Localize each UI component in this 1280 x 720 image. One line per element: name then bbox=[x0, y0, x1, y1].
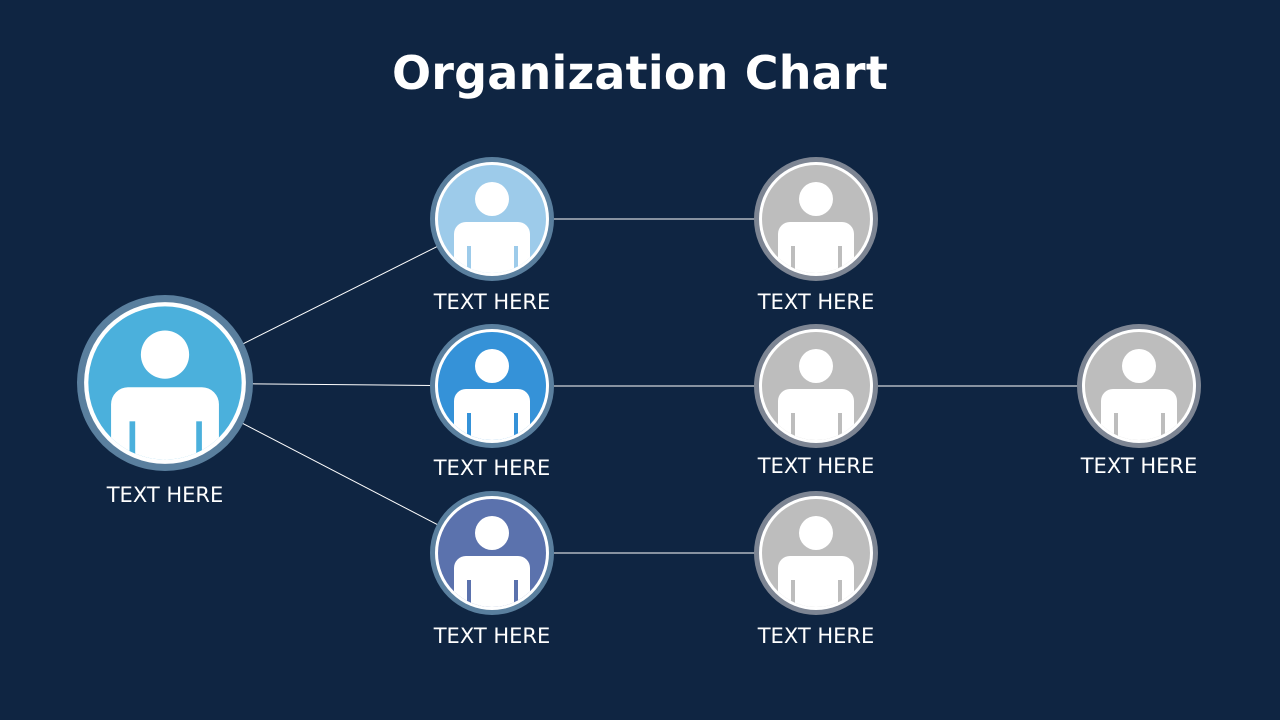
person-icon bbox=[778, 516, 854, 607]
node-label-root: TEXT HERE bbox=[106, 483, 224, 507]
node-label-l3-mid: TEXT HERE bbox=[1080, 454, 1198, 478]
person-icon bbox=[111, 330, 219, 460]
connector-root-to-l1-mid bbox=[250, 383, 433, 386]
org-node-l3-mid[interactable] bbox=[1077, 324, 1201, 448]
org-node-l2-bottom[interactable] bbox=[754, 491, 878, 615]
person-icon bbox=[1101, 349, 1177, 440]
node-label-l2-mid: TEXT HERE bbox=[757, 454, 875, 478]
avatar-circle bbox=[754, 157, 878, 281]
avatar-circle bbox=[1077, 324, 1201, 448]
avatar-circle bbox=[430, 157, 554, 281]
node-label-l2-bottom: TEXT HERE bbox=[757, 624, 875, 648]
person-icon bbox=[778, 349, 854, 440]
person-icon bbox=[454, 516, 530, 607]
org-node-l1-mid[interactable] bbox=[430, 324, 554, 448]
org-node-l2-top[interactable] bbox=[754, 157, 878, 281]
node-label-l2-top: TEXT HERE bbox=[757, 290, 875, 314]
avatar-circle bbox=[77, 295, 253, 471]
avatar-circle bbox=[430, 491, 554, 615]
org-node-l1-top[interactable] bbox=[430, 157, 554, 281]
connector-root-to-l1-bottom bbox=[241, 422, 439, 526]
node-label-l1-top: TEXT HERE bbox=[433, 290, 551, 314]
page-title: Organization Chart bbox=[391, 46, 889, 100]
person-icon bbox=[778, 182, 854, 273]
person-icon bbox=[454, 182, 530, 273]
person-icon bbox=[454, 349, 530, 440]
avatar-circle bbox=[754, 324, 878, 448]
node-label-l1-bottom: TEXT HERE bbox=[433, 624, 551, 648]
node-label-l1-mid: TEXT HERE bbox=[433, 456, 551, 480]
avatar-circle bbox=[754, 491, 878, 615]
org-node-l2-mid[interactable] bbox=[754, 324, 878, 448]
org-node-root[interactable] bbox=[77, 295, 253, 471]
org-node-l1-bottom[interactable] bbox=[430, 491, 554, 615]
connector-root-to-l1-top bbox=[241, 245, 439, 345]
avatar-circle bbox=[430, 324, 554, 448]
